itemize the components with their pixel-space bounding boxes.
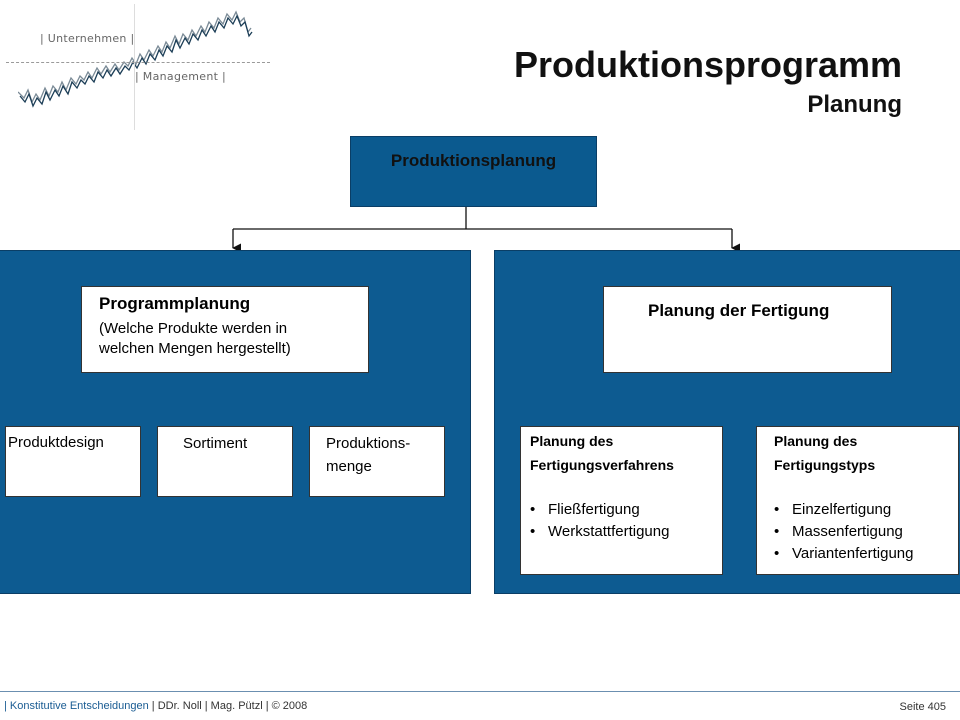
produktionsmenge-label-line2: menge [326, 458, 372, 475]
produktionsmenge-label-line1: Produktions- [326, 435, 411, 452]
fertigungstyp-node: Planung des Fertigungstyps Einzelfertigu… [756, 426, 959, 575]
fertigungsverfahren-list: Fließfertigung Werkstattfertigung [530, 499, 669, 543]
fertigungsverfahren-title-line2: Fertigungsverfahrens [530, 457, 674, 473]
root-connector [233, 206, 732, 230]
list-item: Einzelfertigung [774, 499, 913, 521]
root-node-label: Produktionsplanung [390, 151, 557, 170]
logo-divider [134, 4, 135, 130]
fertigungstyp-title-line2: Fertigungstyps [774, 457, 876, 473]
fertigungsverfahren-title-line1: Planung des [530, 433, 614, 449]
logo: | Unternehmen | | Management | [0, 0, 280, 130]
footer-section: | Konstitutive Entscheidungen [4, 700, 149, 712]
page-subtitle: Planung [807, 91, 902, 118]
produktionsmenge-node: Produktions- menge [309, 426, 445, 497]
produktdesign-label: Produktdesign [8, 434, 104, 451]
logo-top-text: | Unternehmen | [40, 32, 135, 45]
programmplanung-desc-line2: welchen Mengen hergestellt) [99, 340, 291, 357]
fertigungsverfahren-node: Planung des Fertigungsverfahrens Fließfe… [520, 426, 723, 575]
logo-bottom-text: | Management | [135, 70, 227, 83]
list-item: Werkstattfertigung [530, 521, 669, 543]
fertigungstyp-title-line1: Planung des [774, 433, 858, 449]
programmplanung-node: Programmplanung (Welche Produkte werden … [81, 286, 369, 373]
list-item: Variantenfertigung [774, 543, 913, 565]
planung-fertigung-node: Planung der Fertigung [603, 286, 892, 373]
footer-authors: | DDr. Noll | Mag. Pützl | © 2008 [148, 700, 308, 712]
logo-dashed-line [6, 62, 270, 63]
programmplanung-title: Programmplanung [99, 294, 251, 313]
list-item: Fließfertigung [530, 499, 669, 521]
sortiment-label: Sortiment [183, 435, 248, 452]
planung-fertigung-title: Planung der Fertigung [648, 301, 830, 320]
programmplanung-desc-line1: (Welche Produkte werden in [99, 320, 288, 337]
footer-divider [0, 691, 960, 692]
page-title: Produktionsprogramm [513, 44, 902, 85]
page-number: Seite 405 [899, 701, 946, 713]
root-node: Produktionsplanung [350, 136, 597, 207]
sortiment-node: Sortiment [157, 426, 293, 497]
fertigungstyp-list: Einzelfertigung Massenfertigung Variante… [774, 499, 913, 565]
footer: | Konstitutive Entscheidungen | DDr. Nol… [4, 700, 307, 712]
produktdesign-node: Produktdesign [5, 426, 141, 497]
stock-chart-logo-icon [18, 10, 253, 108]
list-item: Massenfertigung [774, 521, 913, 543]
